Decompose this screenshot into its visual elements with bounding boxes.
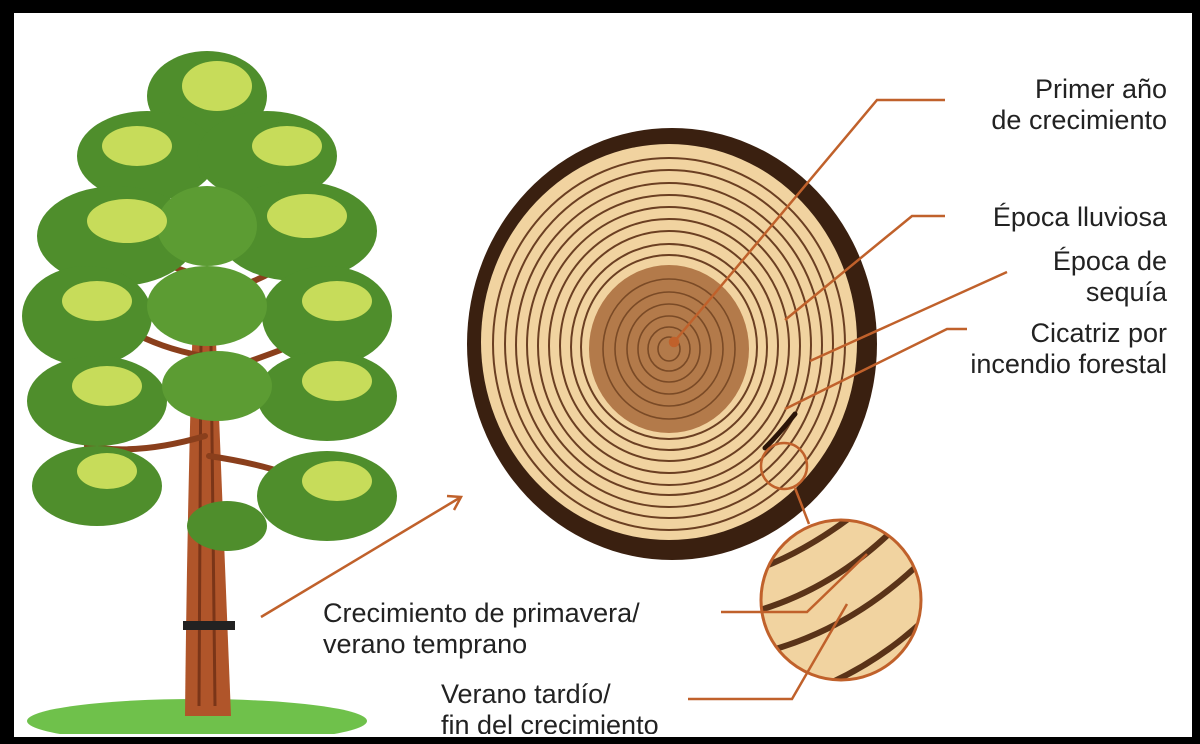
label-first-year: Primer año de crecimiento [991, 74, 1167, 135]
tree-ring-diagram [22, 51, 1008, 734]
leader-spring [721, 553, 868, 614]
tree-to-section-arrow [260, 494, 464, 619]
label-rainy-season: Época lluviosa [992, 202, 1167, 232]
fire-scar-mark [762, 411, 798, 451]
leader-dry-season [809, 270, 1008, 363]
diagram-canvas: Primer año de crecimiento Época lluviosa… [14, 13, 1192, 737]
leader-first-year [673, 98, 945, 343]
heartwood [589, 265, 749, 433]
zoom-connector [793, 487, 811, 525]
zoom-source-circle [759, 441, 809, 491]
leader-late-summer [688, 603, 849, 701]
tree-foliage [22, 51, 397, 551]
cut-band [183, 621, 235, 630]
grass [27, 699, 367, 734]
heartwood-rings [602, 278, 736, 420]
leader-lines [668, 98, 1008, 701]
label-fire-scar: Cicatriz por incendio forestal [970, 318, 1167, 379]
leader-fire-scar [784, 327, 967, 411]
label-dry-season: Época de sequía [1052, 246, 1167, 307]
leader-rainy-season [784, 214, 945, 321]
label-spring-growth: Crecimiento de primavera/ verano tempran… [323, 598, 640, 659]
label-late-summer: Verano tardío/ fin del crecimiento [441, 679, 659, 737]
